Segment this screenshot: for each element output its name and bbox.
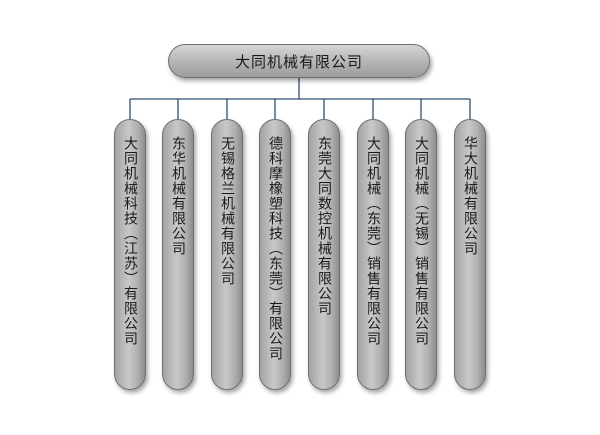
child-node-1: 大同机械科技（江苏）有限公司 — [114, 119, 146, 390]
child-node-8: 华大机械有限公司 — [454, 119, 486, 390]
child-node-label: 大同机械科技（江苏）有限公司 — [122, 136, 138, 346]
child-node-6: 大同机械（东莞）销售有限公司 — [357, 119, 389, 390]
child-node-5: 东莞大同数控机械有限公司 — [308, 119, 340, 390]
child-node-3: 无锡格兰机械有限公司 — [211, 119, 243, 390]
child-node-4: 德科摩橡塑科技（东莞）有限公司 — [259, 119, 291, 390]
child-node-label: 德科摩橡塑科技（东莞）有限公司 — [267, 136, 283, 361]
child-node-label: 华大机械有限公司 — [462, 136, 478, 256]
child-node-label: 东华机械有限公司 — [170, 136, 186, 256]
child-node-label: 大同机械（东莞）销售有限公司 — [365, 136, 381, 346]
root-node: 大同机械有限公司 — [168, 44, 430, 78]
child-node-label: 大同机械（无锡）销售有限公司 — [413, 136, 429, 346]
root-node-label: 大同机械有限公司 — [234, 52, 363, 71]
child-node-2: 东华机械有限公司 — [162, 119, 194, 390]
child-node-label: 无锡格兰机械有限公司 — [219, 136, 235, 286]
child-node-label: 东莞大同数控机械有限公司 — [316, 136, 332, 316]
child-node-7: 大同机械（无锡）销售有限公司 — [405, 119, 437, 390]
